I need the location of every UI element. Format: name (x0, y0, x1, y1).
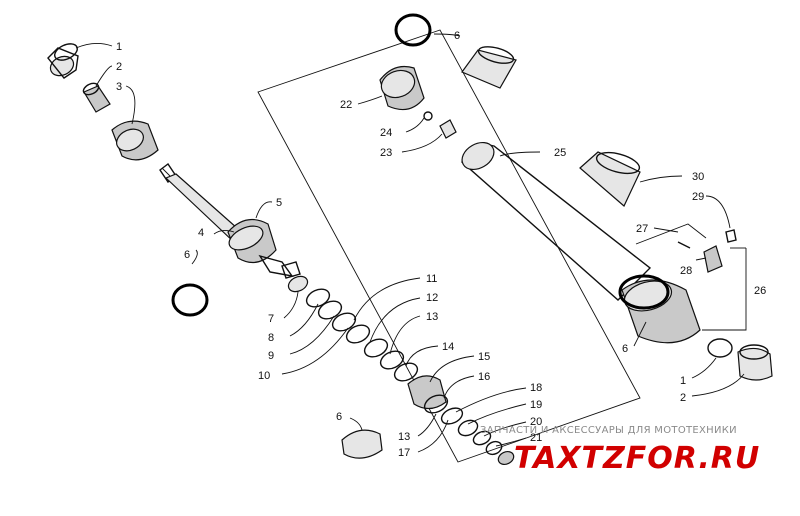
callout-2-bottom: 2 (680, 392, 686, 404)
body-cap-part-5 (227, 218, 301, 279)
nut-part-24 (423, 111, 433, 121)
bushing-part-1-top (47, 43, 79, 79)
callout-13-lower: 13 (398, 431, 410, 443)
callout-11: 11 (426, 273, 437, 285)
callout-15: 15 (478, 351, 490, 363)
callout-27: 27 (636, 223, 648, 235)
o-ring-part-6-right (618, 274, 670, 310)
cylinder-part-25 (461, 141, 652, 301)
callout-19: 19 (530, 399, 542, 411)
callout-6-bottom: 6 (336, 411, 342, 423)
sleeve-part-30 (579, 151, 641, 207)
callout-26: 26 (754, 285, 766, 297)
plug-part-23 (439, 119, 457, 139)
callout-labels: 1 2 3 5 4 6 7 8 9 10 11 12 13 14 15 16 1… (116, 30, 766, 459)
callout-28: 28 (680, 265, 692, 277)
reservoir-body (621, 279, 701, 344)
callout-13-upper: 13 (426, 311, 438, 323)
screw-part-29 (725, 229, 737, 243)
o-ring-part-6-top (394, 13, 432, 47)
callout-23: 23 (380, 147, 392, 159)
callout-24: 24 (380, 127, 392, 139)
callout-21: 21 (530, 432, 542, 444)
callout-4: 4 (198, 227, 204, 239)
callout-12: 12 (426, 292, 438, 304)
callout-7: 7 (268, 313, 274, 325)
band-part-6-top (461, 46, 517, 89)
callout-6-left: 6 (184, 249, 190, 261)
callout-1-bottom: 1 (680, 375, 686, 387)
callout-3: 3 (116, 81, 122, 93)
callout-8: 8 (268, 332, 274, 344)
bushing-part-1-bottom (707, 338, 733, 358)
watermark: ЗАПЧАСТИ И АКСЕССУАРЫ ДЛЯ МОТОТЕХНИКИ TA… (480, 425, 760, 476)
callout-29: 29 (692, 191, 704, 203)
callout-14: 14 (442, 341, 454, 353)
kit-enclosure-outline (257, 29, 641, 463)
callout-20: 20 (530, 416, 542, 428)
leader-lines (75, 33, 747, 453)
callout-16: 16 (478, 371, 490, 383)
piston-part-22 (379, 65, 425, 111)
callout-1-top: 1 (116, 41, 122, 53)
sleeve-part-2-top (82, 82, 111, 113)
callout-22: 22 (340, 99, 352, 111)
callout-6-right: 6 (622, 343, 628, 355)
watermark-tagline: ЗАПЧАСТИ И АКСЕССУАРЫ ДЛЯ МОТОТЕХНИКИ (480, 425, 737, 436)
callout-5: 5 (276, 197, 282, 209)
callout-2-top: 2 (116, 61, 122, 73)
callout-6-top: 6 (454, 30, 460, 42)
eyelet-part-3 (111, 120, 159, 161)
sleeve-part-2-bottom (737, 344, 773, 381)
watermark-logo: TAXTZFOR.RU (514, 441, 760, 476)
o-ring-part-6-left (171, 283, 209, 317)
band-part-6-bottom (341, 429, 383, 459)
pin-part-27 (677, 241, 691, 249)
callout-10: 10 (258, 370, 270, 382)
callout-30: 30 (692, 171, 704, 183)
callout-17: 17 (398, 447, 410, 459)
callout-9: 9 (268, 350, 274, 362)
callout-25: 25 (554, 147, 566, 159)
callout-18: 18 (530, 382, 542, 394)
valve-part-28 (703, 245, 723, 273)
